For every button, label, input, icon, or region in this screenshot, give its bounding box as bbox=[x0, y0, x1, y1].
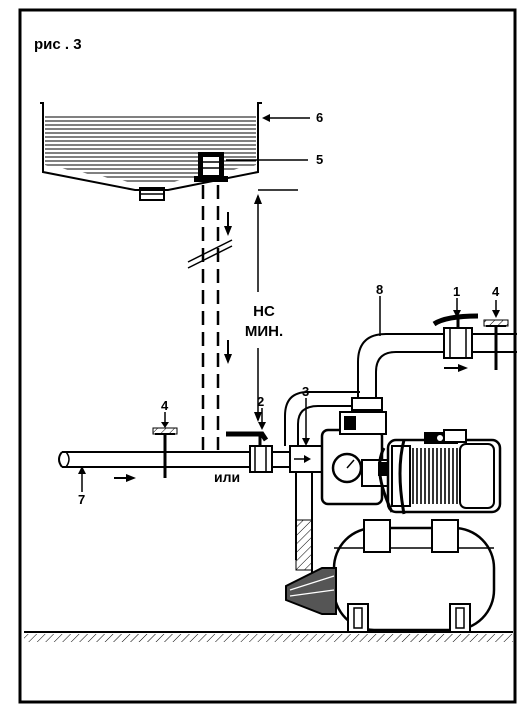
label-arrow bbox=[78, 466, 86, 492]
check-valve bbox=[289, 398, 323, 473]
pipe-support bbox=[152, 412, 178, 478]
flexible-hose bbox=[295, 519, 313, 571]
label-arrow-6 bbox=[262, 114, 310, 122]
flow-arrow-right bbox=[114, 474, 136, 482]
dashed-suction-pipe bbox=[201, 185, 220, 450]
label-3: 3 bbox=[302, 384, 309, 399]
pipe-break-mark bbox=[187, 239, 233, 263]
label-7: 7 bbox=[78, 492, 85, 507]
head-label: НС bbox=[253, 303, 275, 320]
outlet-valve bbox=[432, 298, 479, 359]
reservoir bbox=[40, 102, 298, 201]
outer-border bbox=[18, 8, 517, 704]
floor bbox=[24, 631, 513, 642]
inlet-valve bbox=[226, 408, 273, 473]
label-6: 6 bbox=[316, 110, 323, 125]
head-dimension bbox=[254, 194, 262, 422]
pipe-flange bbox=[351, 397, 383, 411]
foot-valve bbox=[194, 152, 228, 182]
pump-motor bbox=[378, 429, 502, 515]
pipe-break-mark bbox=[187, 245, 233, 269]
pipe-support bbox=[483, 300, 509, 370]
flow-arrow-down bbox=[224, 212, 232, 236]
pressure-tank bbox=[285, 519, 496, 633]
figure-title: рис . 3 bbox=[34, 36, 82, 53]
label-5: 5 bbox=[316, 152, 323, 167]
head-min-label: МИН. bbox=[245, 323, 283, 340]
flow-arrow-down bbox=[224, 340, 232, 364]
label-or: или bbox=[214, 469, 240, 485]
label-1: 1 bbox=[453, 284, 460, 299]
flow-arrow-right bbox=[444, 364, 468, 372]
pump-housing bbox=[320, 411, 393, 506]
label-2: 2 bbox=[257, 394, 264, 409]
suction-pipe bbox=[58, 451, 250, 468]
label-4: 4 bbox=[161, 398, 169, 413]
label-4: 4 bbox=[492, 284, 500, 299]
label-8: 8 bbox=[376, 282, 383, 297]
